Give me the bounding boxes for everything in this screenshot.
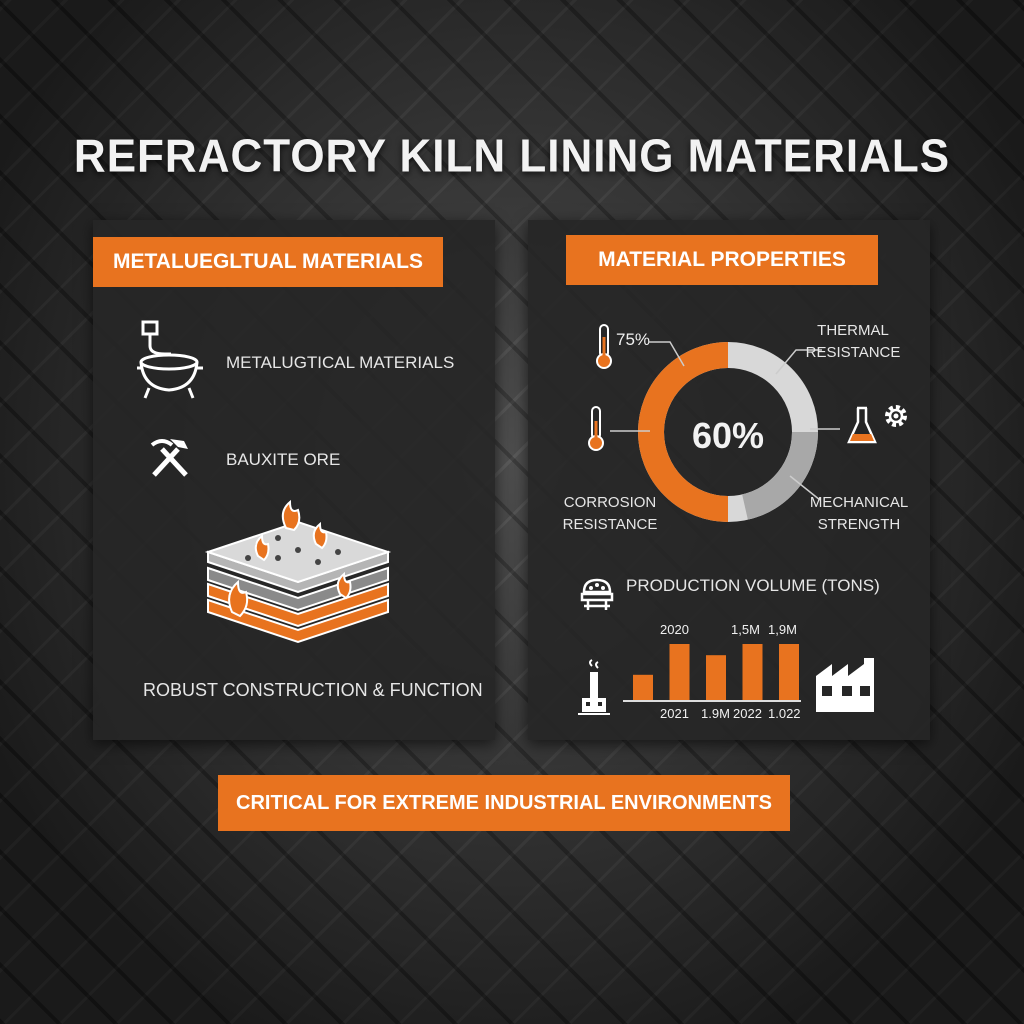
prod-bottom-label-1: 2021	[660, 706, 689, 721]
footer-banner: CRITICAL FOR EXTREME INDUSTRIAL ENVIRONM…	[218, 775, 790, 831]
factory-icon	[816, 658, 874, 712]
donut-center-value: 60%	[691, 415, 765, 456]
materials-header: METALUEGLTUAL MATERIALS	[93, 237, 443, 287]
production-bar-chart	[623, 644, 801, 702]
connector-mid-left	[610, 430, 650, 432]
hammer-pick-icon	[150, 439, 188, 477]
label-thermal-resistance: THERMAL RESISTANCE	[805, 322, 901, 361]
flask-icon	[847, 406, 877, 444]
prod-bottom-label-3: 2022	[733, 706, 762, 721]
production-bar	[633, 674, 653, 700]
prod-bottom-label-2: 1.9M	[701, 706, 730, 721]
label-corrosion-resistance: CORROSION RESISTANCE	[562, 494, 658, 533]
properties-header: MATERIAL PROPERTIES	[566, 235, 878, 285]
thermometer-icon	[596, 324, 612, 369]
gear-icon	[885, 405, 907, 427]
properties-panel: MATERIAL PROPERTIES 60% 75% THERMAL RESI…	[528, 220, 930, 740]
production-bar	[706, 655, 726, 700]
thermometer-icon-2	[588, 406, 604, 451]
top-left-value: 75%	[616, 330, 651, 349]
production-title: PRODUCTION VOLUME (TONS)	[626, 576, 880, 595]
materials-panel: METALUEGLTUAL MATERIALS METALUGTICAL MAT…	[93, 220, 495, 740]
connector-right	[810, 428, 840, 430]
production-bar	[779, 644, 799, 700]
prod-top-label-3: 1,9M	[768, 622, 797, 637]
production-bar	[669, 644, 690, 700]
properties-donut	[638, 342, 818, 522]
prod-top-label-1: 2020	[660, 622, 689, 637]
connector-top-left	[648, 341, 685, 367]
prod-bottom-label-4: 1.022	[768, 706, 801, 721]
smokestack-icon	[578, 659, 610, 715]
item-label-metallurgical: METALUGTICAL MATERIALS	[226, 353, 455, 372]
label-mechanical-strength: MECHANICAL STRENGTH	[809, 494, 909, 533]
prod-top-label-2: 1,5M	[731, 622, 760, 637]
production-icon	[580, 578, 614, 610]
connector-mechanical	[789, 475, 821, 501]
connector-thermal	[775, 349, 822, 375]
crucible-icon	[137, 320, 203, 399]
production-bar	[742, 644, 763, 700]
construction-caption: ROBUST CONSTRUCTION & FUNCTION	[143, 680, 483, 700]
page-title: REFRACTORY KILN LINING MATERIALS	[73, 130, 951, 183]
layered-bricks-illustration	[204, 499, 392, 644]
item-label-bauxite: BAUXITE ORE	[226, 450, 341, 469]
